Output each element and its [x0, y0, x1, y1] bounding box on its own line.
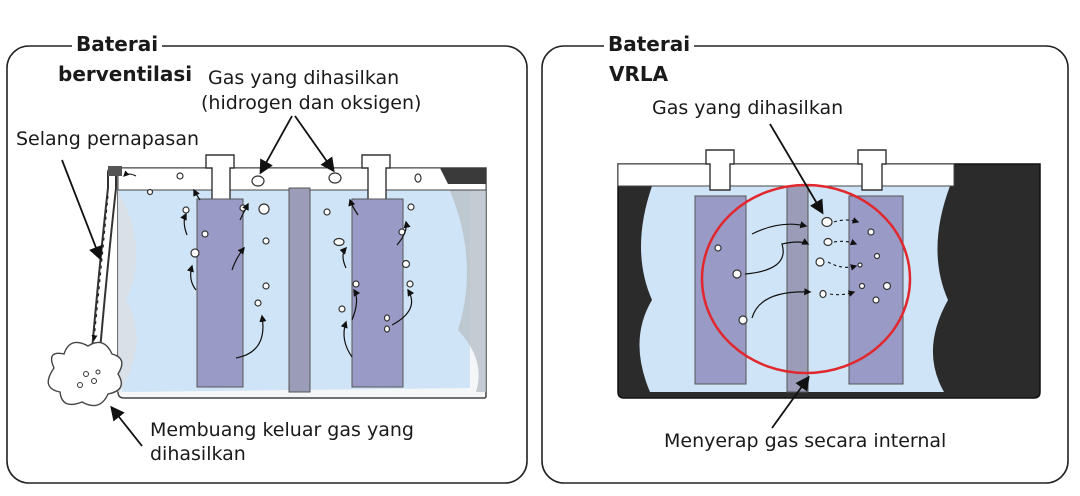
vented-positive-plate — [351, 198, 404, 388]
exhaust-label-line1: Membuang keluar gas yang — [150, 419, 414, 441]
vrla-title-line2: VRLA — [609, 62, 669, 86]
exhaust-gas-cloud — [47, 341, 123, 407]
vented-battery-panel — [6, 45, 528, 484]
exhaust-pointer-arrow — [110, 405, 143, 447]
vented-battery-case — [117, 154, 487, 399]
hose-pointer-arrow — [61, 159, 103, 261]
vrla-gas-label: Gas yang dihasilkan — [652, 97, 844, 119]
breathing-hose-label: Selang pernapasan — [16, 128, 200, 150]
vrla-gas-bubbles — [714, 216, 892, 325]
vrla-dotted-migration-arrows — [827, 217, 860, 297]
absorb-pointer-arrow — [771, 375, 810, 429]
vrla-separator — [786, 185, 809, 393]
vrla-positive-plate — [848, 195, 904, 385]
vented-separator — [288, 187, 311, 393]
vented-title-line2: berventilasi — [54, 63, 197, 85]
vrla-battery-panel — [541, 45, 1069, 484]
vented-gas-bubbles — [146, 172, 422, 333]
left-panel-frame — [6, 45, 528, 484]
vented-gas-pointer-arrows — [259, 115, 335, 175]
vented-gas-label-line2: (hidrogen dan oksigen) — [201, 92, 422, 114]
vented-title-line1: Baterai — [72, 33, 163, 55]
vrla-title-line1: Baterai — [604, 33, 695, 55]
right-panel-frame — [541, 45, 1069, 484]
vented-bubble-flow-arrows — [180, 188, 415, 359]
internal-absorption-label: Menyerap gas secara internal — [664, 430, 947, 452]
vented-negative-plate — [196, 198, 244, 388]
vented-gas-label-line1: Gas yang dihasilkan — [208, 67, 400, 89]
breathing-hose — [91, 166, 137, 355]
vrla-recombination-arrows — [744, 221, 812, 319]
vrla-gas-pointer-arrow — [769, 123, 824, 215]
exhaust-label-line2: dihasilkan — [150, 443, 246, 465]
